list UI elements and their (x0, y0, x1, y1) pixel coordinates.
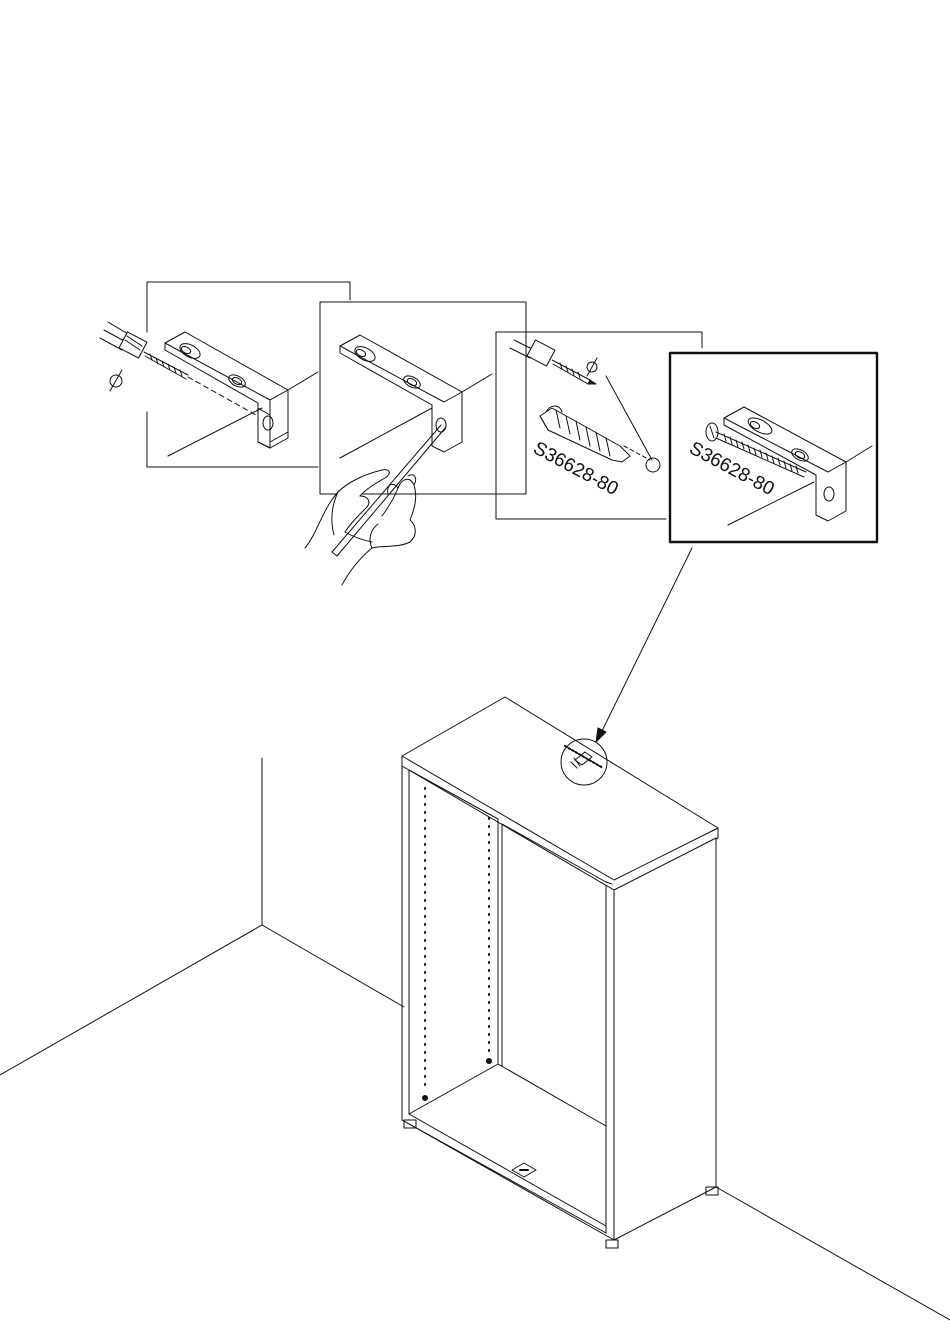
room-corner-lines (0, 758, 950, 1320)
shelf-pin-holes (425, 788, 489, 1090)
wall-bracket-icon (165, 332, 318, 456)
diameter-icon (110, 370, 122, 391)
step-2-panel (305, 302, 526, 585)
detail-leader-arrow (596, 548, 692, 742)
step-4-panel: S36628-80 (670, 353, 877, 542)
cabinet-drawing (402, 697, 718, 1248)
step-1-panel (100, 282, 350, 467)
diameter-icon (587, 358, 597, 376)
